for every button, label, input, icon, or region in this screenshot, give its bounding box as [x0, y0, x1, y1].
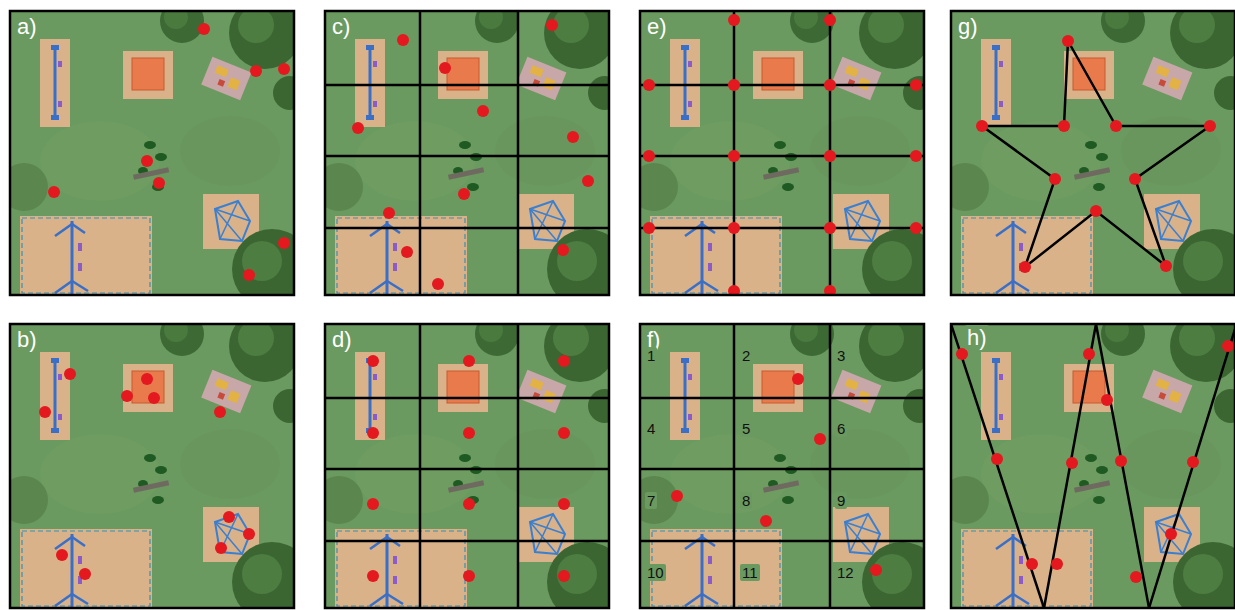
cell-number-holder: 7 — [645, 492, 657, 510]
panel-g — [941, 0, 1235, 309]
panel-b — [0, 310, 312, 610]
cell-number: 2 — [740, 347, 752, 364]
cell-number: 3 — [835, 347, 847, 364]
panel-letter-holder: e) — [645, 15, 669, 39]
panel-letter-holder: b) — [15, 328, 39, 352]
panel-letter-holder: c) — [330, 15, 352, 39]
cell-number-holder: 12 — [835, 564, 856, 582]
panel-letter: c) — [330, 14, 352, 39]
panel-c — [315, 0, 627, 309]
cell-number: 8 — [740, 492, 752, 509]
cell-number-holder: 8 — [740, 492, 752, 510]
cell-number: 5 — [740, 420, 752, 437]
cell-number-holder: 4 — [645, 420, 657, 438]
cell-number: 9 — [835, 492, 847, 509]
panel-a — [0, 0, 312, 309]
panel-d — [315, 310, 627, 610]
cell-number-holder: 1 — [645, 347, 657, 365]
cell-number: 11 — [740, 564, 760, 581]
panel-letter-holder: a) — [15, 15, 39, 39]
panel-letter-holder: h) — [965, 326, 989, 350]
panel-letter: g) — [956, 14, 980, 39]
panel-letter-holder: g) — [956, 15, 980, 39]
cell-number: 12 — [835, 564, 856, 581]
panel-letter: h) — [965, 325, 989, 350]
cell-number: 4 — [645, 420, 657, 437]
cell-number-holder: 2 — [740, 347, 752, 365]
cell-number-holder: 5 — [740, 420, 752, 438]
cell-number: 1 — [645, 347, 657, 364]
cell-number-holder: 6 — [835, 420, 847, 438]
panel-letter: a) — [15, 14, 39, 39]
cell-number: 10 — [645, 564, 666, 581]
panel-letter-holder: d) — [330, 328, 354, 352]
cell-number-holder: 10 — [645, 564, 666, 582]
panel-e — [630, 0, 942, 309]
panel-h — [941, 310, 1235, 610]
panel-letter: e) — [645, 14, 669, 39]
panel-letter: d) — [330, 327, 354, 352]
cell-number: 7 — [645, 492, 657, 509]
cell-number-holder: 3 — [835, 347, 847, 365]
cell-number: 6 — [835, 420, 847, 437]
cell-number-holder: 9 — [835, 492, 847, 510]
panel-f — [630, 310, 942, 610]
panel-letter: b) — [15, 327, 39, 352]
cell-number-holder: 11 — [740, 564, 760, 582]
